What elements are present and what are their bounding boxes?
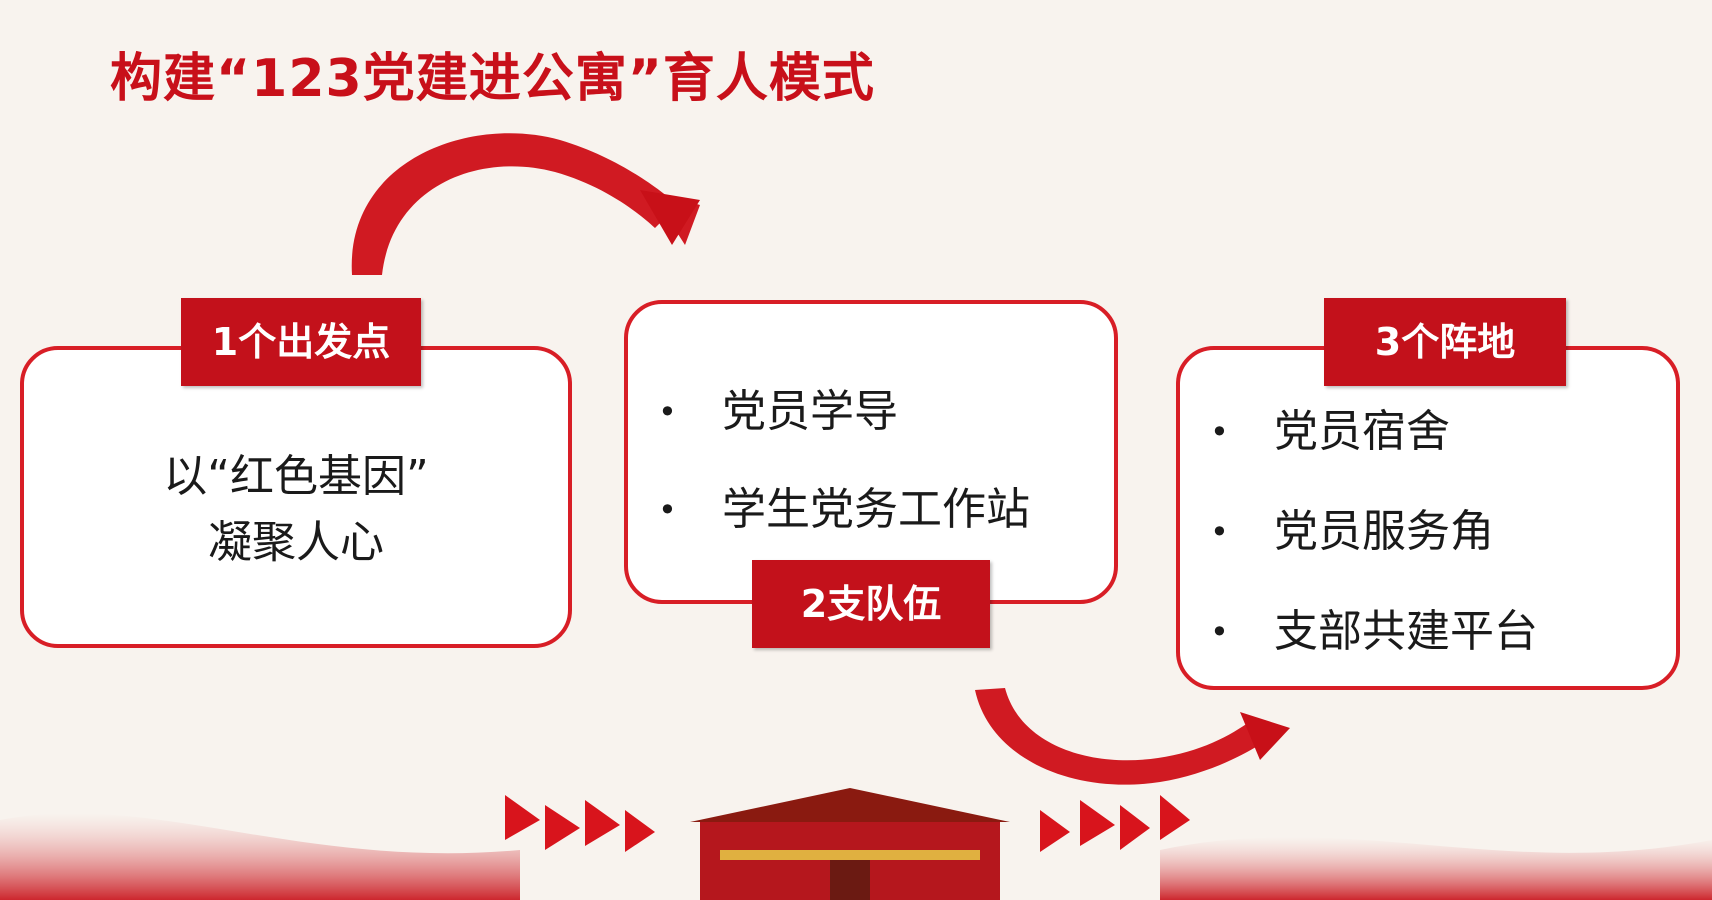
bullet-icon: •: [658, 491, 677, 529]
node-2-tag: 2支队伍: [752, 560, 990, 648]
node-2-list: • 党员学导 • 学生党务工作站: [658, 382, 1098, 578]
list-item: • 党员宿舍: [1210, 402, 1660, 502]
node-1-line-1: 以“红色基因”: [163, 451, 429, 502]
list-item-label: 党员宿舍: [1274, 406, 1450, 457]
gate-silhouette: [690, 788, 1010, 900]
node-1-tag: 1个出发点: [181, 298, 421, 386]
node-box-positions: • 党员宿舍 • 党员服务角 • 支部共建平台: [1176, 346, 1680, 690]
flags-right: [1040, 795, 1190, 852]
node-3-tag: 3个阵地: [1324, 298, 1566, 386]
bullet-icon: •: [1210, 613, 1229, 651]
decorative-skyline: [0, 788, 1712, 900]
node-box-teams: • 党员学导 • 学生党务工作站: [624, 300, 1118, 604]
red-silk-right: [1160, 837, 1712, 900]
curved-arrow-top: [351, 133, 700, 275]
list-item-label: 党员服务角: [1274, 506, 1494, 557]
list-item: • 学生党务工作站: [658, 480, 1098, 578]
list-item: • 党员学导: [658, 382, 1098, 480]
bullet-icon: •: [658, 393, 677, 431]
curved-arrow-bottom: [975, 688, 1290, 785]
page-title: 构建“123党建进公寓”育人模式: [110, 49, 875, 109]
list-item: • 党员服务角: [1210, 502, 1660, 602]
list-item: • 支部共建平台: [1210, 602, 1660, 702]
red-silk-left: [0, 813, 520, 900]
bullet-icon: •: [1210, 413, 1229, 451]
list-item-label: 支部共建平台: [1274, 606, 1538, 657]
node-3-list: • 党员宿舍 • 党员服务角 • 支部共建平台: [1210, 402, 1660, 702]
flags-left: [505, 795, 655, 852]
list-item-label: 党员学导: [722, 386, 898, 437]
node-box-starting-point: 以“红色基因” 凝聚人心: [20, 346, 572, 648]
node-1-line-2: 凝聚人心: [208, 517, 384, 568]
bullet-icon: •: [1210, 513, 1229, 551]
list-item-label: 学生党务工作站: [722, 484, 1030, 535]
